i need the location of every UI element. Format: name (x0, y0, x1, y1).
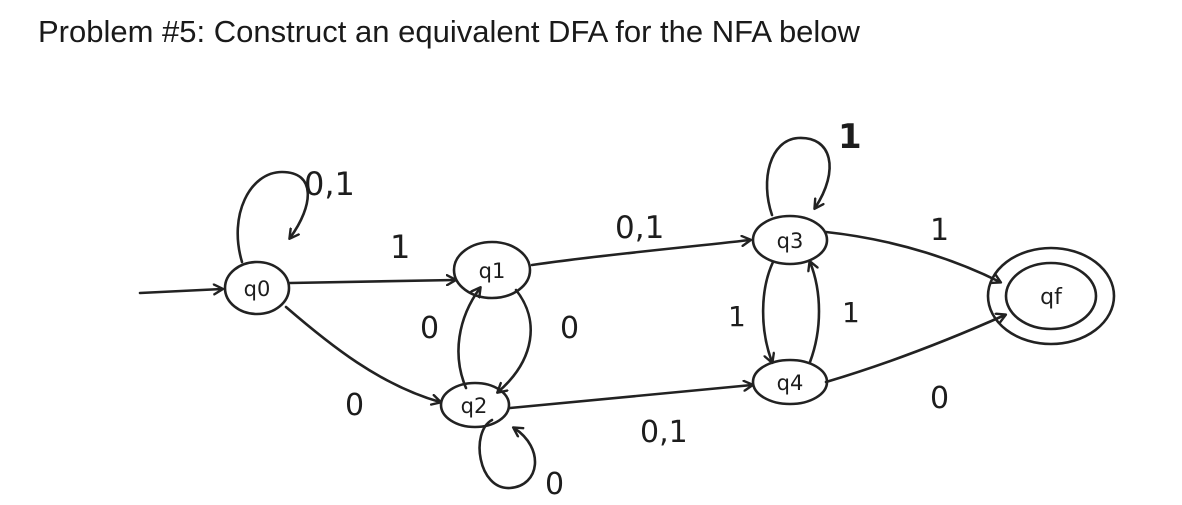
label-q2-q4: 0,1 (640, 415, 688, 450)
label-q4-qf: 0 (930, 381, 949, 416)
edge-q4-qf (824, 315, 1005, 384)
problem-title: Problem #5: Construct an equivalent DFA … (38, 14, 860, 49)
edge-q2-q4 (508, 385, 752, 410)
state-q1-label: q1 (479, 259, 506, 283)
state-q4: q4 (751, 358, 829, 406)
edge-q3-qf (824, 230, 1000, 282)
state-q0: q0 (223, 260, 291, 316)
state-qf-label: qf (1040, 285, 1063, 310)
edge-q2-q1 (457, 288, 480, 390)
start-arrow (138, 289, 222, 293)
state-q3-label: q3 (777, 229, 804, 253)
label-q3-qf: 1 (930, 213, 949, 248)
label-q0-q1: 1 (390, 228, 410, 266)
state-q2: q2 (439, 381, 511, 429)
label-q4-q3: 1 (842, 296, 860, 329)
label-q0-q2: 0 (345, 388, 364, 423)
q0-self-loop (236, 170, 310, 264)
label-q1-q2: 0 (560, 311, 579, 346)
state-q1: q1 (452, 240, 532, 300)
state-q2-label: q2 (461, 394, 488, 418)
edge-q0-q1 (288, 280, 455, 283)
edge-q0-q2 (284, 305, 440, 402)
q2-self-loop (478, 418, 537, 490)
label-q1-q3: 0,1 (615, 210, 664, 246)
edge-q1-q3 (530, 240, 750, 267)
label-q2-q1: 0 (420, 311, 439, 346)
edge-q1-q2 (498, 288, 532, 392)
q3-self-loop (765, 136, 831, 217)
state-q0-label: q0 (244, 277, 271, 301)
label-q3-loop: 1 (838, 117, 862, 157)
label-q3-q4: 1 (728, 300, 746, 333)
state-q4-label: q4 (777, 371, 804, 395)
edge-q4-q3 (810, 262, 821, 364)
edge-q3-q4 (761, 260, 773, 362)
label-q0-loop: 0,1 (304, 165, 355, 203)
state-qf: qf (986, 246, 1116, 346)
state-q3: q3 (751, 214, 829, 266)
label-q2-loop: 0 (545, 467, 564, 502)
